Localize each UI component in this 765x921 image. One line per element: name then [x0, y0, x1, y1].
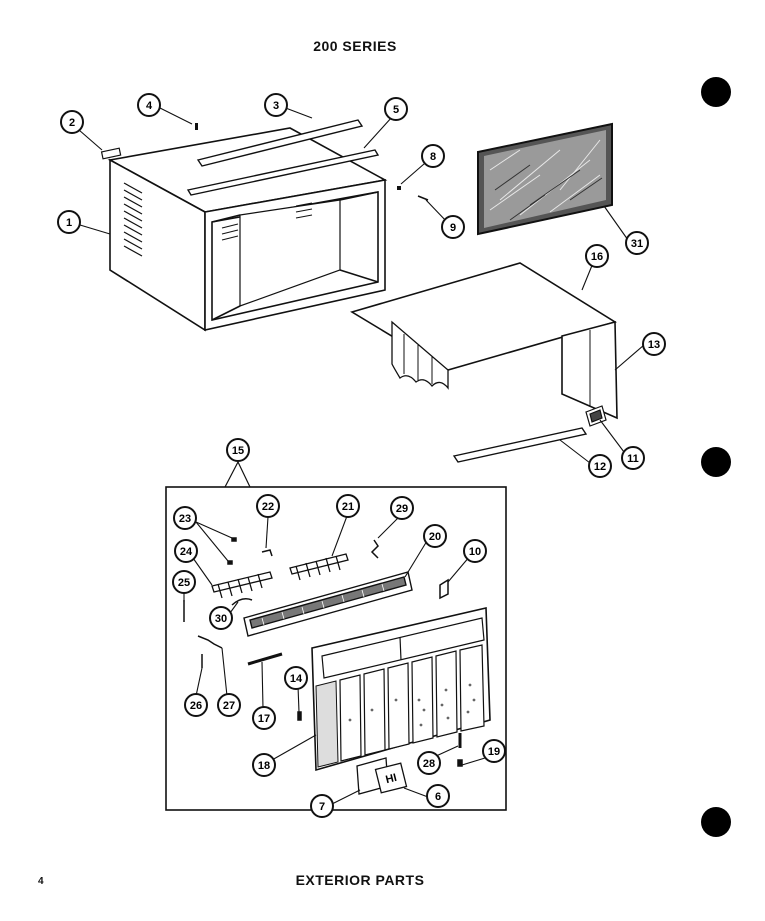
punch-hole-bottom: [701, 807, 731, 837]
page-footer-caption: EXTERIOR PARTS: [295, 872, 425, 888]
bracket-part-11: [585, 405, 607, 427]
callout-14: 14: [290, 673, 303, 685]
callout-28: 28: [423, 758, 435, 770]
callout-24: 24: [180, 546, 193, 558]
callout-12: 12: [594, 461, 606, 473]
punch-hole-top: [701, 77, 731, 107]
knob-part-6: [374, 762, 408, 794]
seal-strip-part-5: [186, 149, 380, 196]
fastener-part-8: [397, 186, 401, 190]
discharge-grille-part-20: [243, 571, 413, 637]
callout-17: 17: [258, 713, 270, 725]
callout-3: 3: [273, 100, 279, 112]
callout-15: 15: [232, 445, 244, 457]
callout-23: 23: [179, 513, 191, 525]
air-filter-part-31: [477, 122, 613, 236]
louver-blades-part-21: [289, 553, 349, 581]
callout-27: 27: [223, 700, 235, 712]
callout-29: 29: [396, 503, 408, 515]
clip-part-2: [100, 147, 122, 160]
callout-4: 4: [146, 100, 153, 112]
callout-1: 1: [66, 217, 72, 229]
callout-22: 22: [262, 501, 274, 513]
callout-numbers: 1 2 4 3 5 8 9 31 16 13 11 12 15 23 22 21…: [66, 100, 660, 813]
page-title: 200 SERIES: [313, 38, 397, 54]
callout-11: 11: [627, 453, 639, 465]
callout-leader-lines: [78, 106, 645, 805]
callout-2: 2: [69, 117, 75, 129]
callout-30: 30: [215, 613, 227, 625]
top-rail-part-3: [196, 119, 364, 167]
louver-blades-part-24: [211, 571, 273, 599]
callout-9: 9: [450, 222, 456, 234]
screw-part-9: [417, 195, 429, 201]
front-assembly-box-part-15: [165, 486, 507, 811]
side-panel-part-13: [561, 320, 618, 420]
callout-8-upper: 8: [430, 151, 436, 163]
callout-18: 18: [258, 760, 270, 772]
callout-13: 13: [648, 339, 660, 351]
cabinet-shell: [107, 127, 388, 332]
callout-25: 25: [178, 577, 190, 589]
callout-19: 19: [488, 746, 500, 758]
callout-10: 10: [469, 546, 481, 558]
sill-strip-part-12: [452, 427, 588, 463]
knob-label-text: HI: [384, 772, 398, 786]
page-number: 4: [38, 876, 44, 887]
callout-26: 26: [190, 700, 202, 712]
callout-21: 21: [342, 501, 354, 513]
callout-31: 31: [631, 238, 643, 250]
callout-7: 7: [319, 801, 325, 813]
punch-hole-middle: [701, 447, 731, 477]
callout-5: 5: [393, 104, 399, 116]
callout-circles: [57, 93, 666, 818]
callout-6: 6: [435, 791, 441, 803]
small-hardware-parts: [183, 537, 463, 767]
front-panel-part-18: [311, 607, 491, 772]
callout-16-upper: 16: [591, 251, 603, 263]
screw-part-4: [195, 123, 198, 130]
callout-20: 20: [429, 531, 441, 543]
